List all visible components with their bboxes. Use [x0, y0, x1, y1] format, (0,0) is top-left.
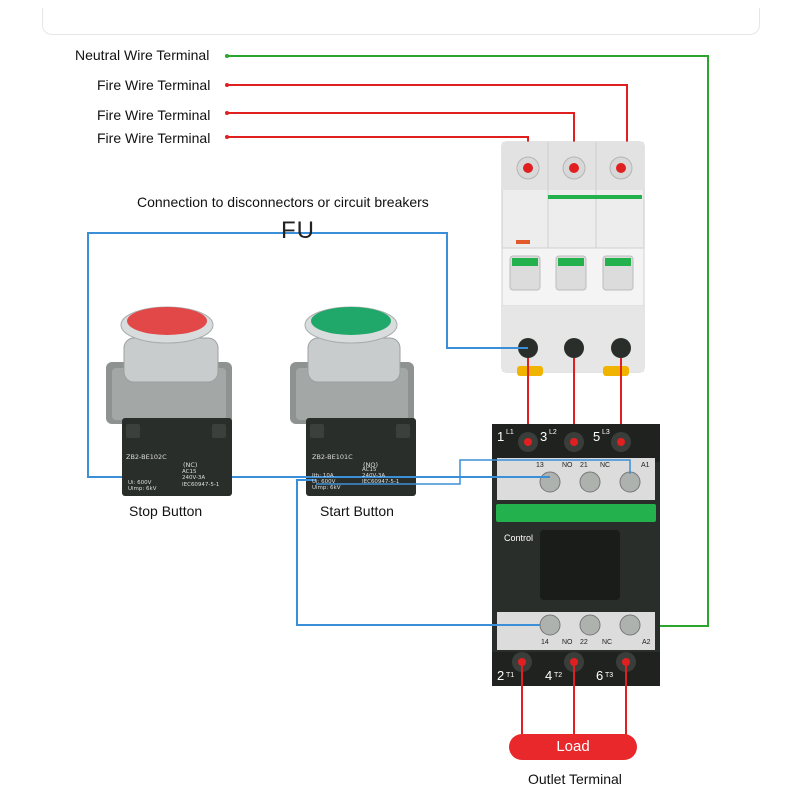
start-rating-4: Ui: 600V — [312, 479, 336, 485]
start-rating-5: Uimp: 6kV — [312, 485, 341, 491]
outlet-terminal-label: Outlet Terminal — [528, 771, 622, 787]
stop-switch-contact: (NC) — [183, 461, 198, 469]
terminal-6-number: 6 — [596, 668, 604, 683]
aux-22: 22 — [580, 639, 588, 646]
aux-no-bottom: NO — [562, 639, 573, 646]
terminal-l3-label: L3 — [602, 429, 610, 436]
start-button-label: Start Button — [320, 503, 394, 519]
terminal-t2-label: T2 — [554, 672, 563, 679]
contactor — [492, 424, 660, 686]
aux-no-top: NO — [562, 462, 573, 469]
stop-rating-2: 240V-3A — [182, 475, 206, 481]
neutral-wire — [227, 55, 709, 627]
aux-13: 13 — [536, 462, 544, 469]
top-frame — [42, 8, 760, 35]
circuit-breaker — [501, 141, 645, 376]
aux-a1: A1 — [641, 462, 650, 469]
terminal-4-number: 4 — [545, 668, 553, 683]
start-switch-model: ZB2-BE101C — [312, 453, 353, 461]
start-rating-3: Ith: 10A — [312, 473, 334, 479]
start-rating-6: IEC60947-5-1 — [362, 479, 400, 485]
aux-a2: A2 — [642, 639, 651, 646]
stop-rating-3: Ui: 600V — [128, 480, 152, 486]
control-wire-fu — [87, 232, 528, 478]
terminal-t1-label: T1 — [506, 672, 515, 679]
terminal-t3-label: T3 — [605, 672, 614, 679]
load-badge: Load — [509, 734, 637, 760]
stop-rating-5: IEC60947-5-1 — [182, 482, 220, 488]
terminal-l2-label: L2 — [549, 429, 557, 436]
control-wire-14 — [296, 479, 540, 626]
fire-terminal-label-3: Fire Wire Terminal — [97, 130, 211, 146]
fire-wire-3 — [227, 136, 529, 168]
terminal-3-number: 3 — [540, 429, 548, 444]
start-rating-2: 240V-3A — [362, 473, 386, 479]
terminal-2-number: 2 — [497, 668, 505, 683]
aux-21: 21 — [580, 462, 588, 469]
start-rating-1: AC15 — [362, 467, 377, 473]
terminal-1-number: 1 — [497, 429, 505, 444]
connection-note: Connection to disconnectors or circuit b… — [137, 194, 429, 210]
stop-button-device — [106, 306, 232, 496]
aux-nc-bottom: NC — [602, 639, 613, 646]
terminal-5-number: 5 — [593, 429, 601, 444]
fire-terminal-label-2: Fire Wire Terminal — [97, 107, 211, 123]
stop-rating-1: AC15 — [182, 469, 197, 475]
aux-14: 14 — [541, 639, 549, 646]
control-wire-a1 — [316, 459, 631, 485]
fire-terminal-label-1: Fire Wire Terminal — [97, 77, 211, 93]
start-switch-contact: (NO) — [363, 461, 379, 469]
control-label: Control — [504, 533, 534, 543]
neutral-terminal-label: Neutral Wire Terminal — [75, 47, 210, 63]
stop-switch-model: ZB2-BE102C — [126, 453, 167, 461]
aux-nc-top: NC — [600, 462, 611, 469]
fuse-label: FU — [281, 217, 315, 244]
fire-wire-1 — [227, 84, 628, 168]
start-button-device — [290, 306, 416, 496]
terminal-l1-label: L1 — [506, 429, 514, 436]
stop-rating-4: Uimp: 6kV — [128, 486, 157, 492]
stop-button-label: Stop Button — [129, 503, 203, 519]
